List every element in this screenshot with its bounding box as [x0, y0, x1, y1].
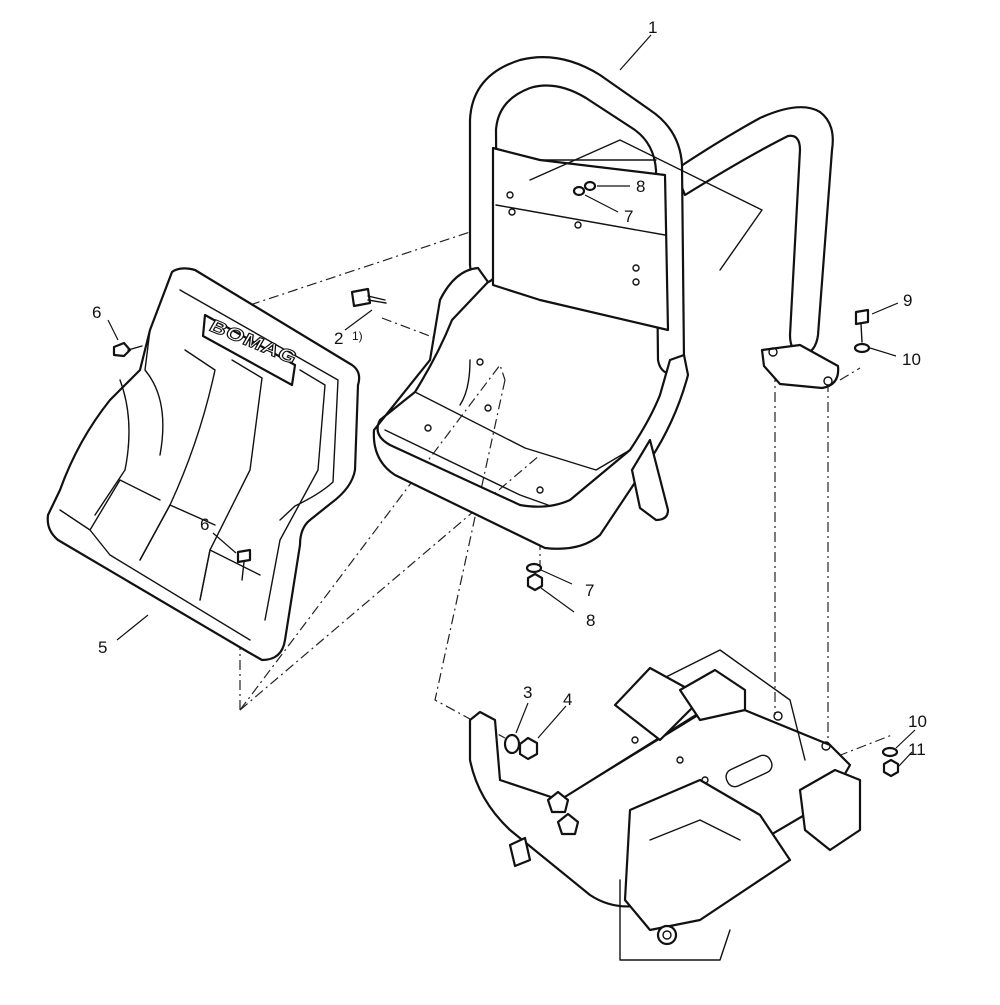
callout-labels: 1 2 1) 3 4 5 6 6 7 7 8 8 9 10 10 11: [92, 18, 927, 759]
callout-7-top: 7: [624, 207, 633, 226]
callout-4: 4: [563, 690, 572, 709]
callout-2: 2: [334, 329, 343, 348]
callout-9: 9: [903, 291, 912, 310]
base-mounting-plate: [468, 649, 862, 961]
callout-2-footnote: 1): [352, 329, 363, 343]
callout-5: 5: [98, 638, 107, 657]
callout-6-bottom: 6: [200, 515, 209, 534]
seat-pan-bracket: [372, 266, 690, 550]
callout-3: 3: [523, 683, 532, 702]
callout-7-bottom: 7: [585, 581, 594, 600]
seat-shell: BOMAG: [46, 267, 361, 662]
callout-8-top: 8: [636, 177, 645, 196]
callout-6-top: 6: [92, 303, 101, 322]
callout-11: 11: [908, 740, 926, 759]
callout-10-top: 10: [902, 350, 921, 369]
leader-lines: [107, 34, 916, 767]
callout-8-bottom: 8: [586, 611, 595, 630]
callout-10-bottom: 10: [908, 712, 927, 731]
fasteners: [112, 180, 900, 778]
callout-1: 1: [648, 18, 657, 37]
roll-bar-frame: [468, 56, 840, 390]
